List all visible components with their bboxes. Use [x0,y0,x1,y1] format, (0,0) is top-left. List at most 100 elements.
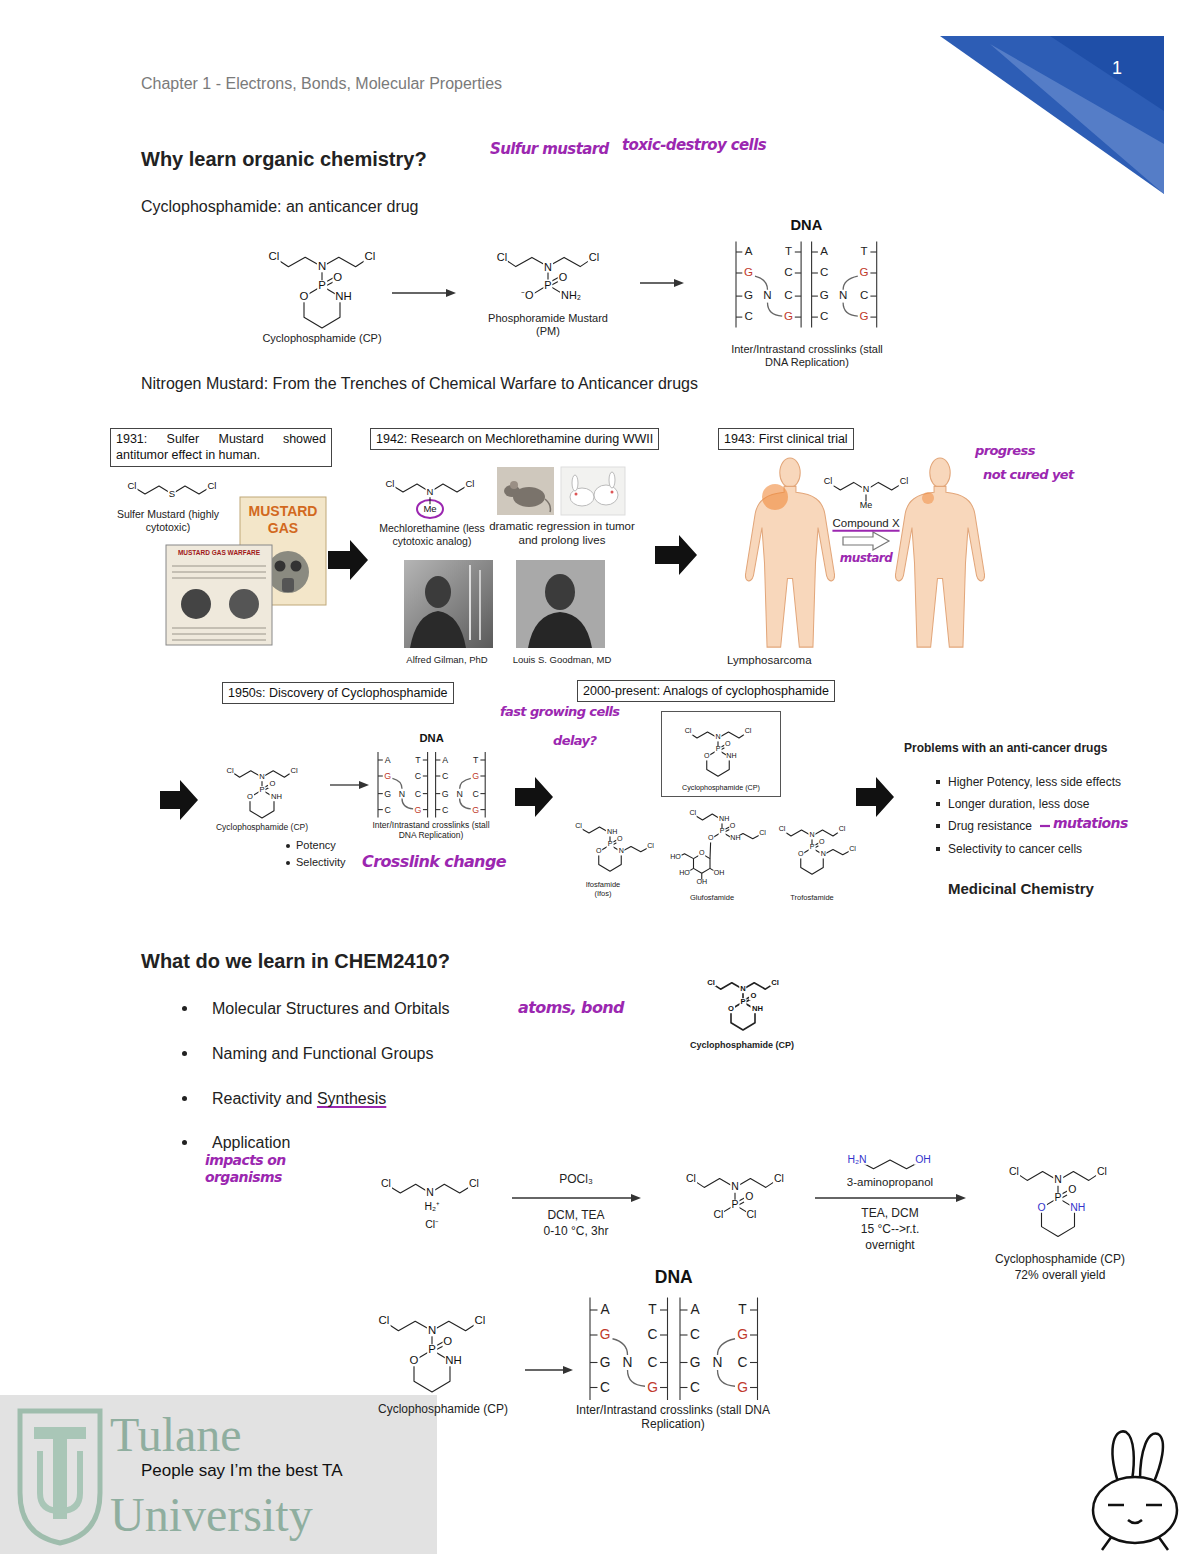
dna-heading: DNA [789,217,823,232]
dna-tick [795,317,801,318]
list-heading: Problems with an anti-cancer drugs [904,741,1107,755]
atom-label: OH [695,879,708,886]
base-letter: G [736,1328,749,1342]
dna-tick [436,809,441,810]
bullet-item: Molecular Structures and Orbitals [212,999,449,1018]
crosslink-curve [402,798,413,808]
base-letter: A [819,246,829,258]
dna-tick [378,775,383,776]
dna-tick [870,272,876,273]
atom-label: O [744,1192,754,1202]
bullet-item: Potency [296,839,336,852]
node-text: 2000-present: Analogs of cyclophosphamid… [583,683,829,699]
atom-label: Cl [364,251,377,262]
atom-label: O [268,781,276,789]
human-figure [896,458,985,647]
atom-label: Cl [474,1315,487,1326]
tulane-logo [10,1401,110,1551]
reaction-arrow [815,1197,958,1198]
base-letter: C [414,789,422,798]
logo-mark [34,1427,86,1519]
base-letter: G [859,267,870,279]
atom-label: Cl [588,252,600,263]
handwritten-underline [832,530,899,532]
arrow-head [631,1194,641,1202]
atom-label: P [739,998,746,1006]
bullet-dot [936,802,940,806]
dna-tick [750,1387,758,1388]
chemical-structure [782,830,853,874]
dna-diagram [736,242,877,328]
atom-label: Cl [713,1210,725,1220]
atom-label: Cl [744,728,753,735]
bullet-dot [936,847,940,851]
dna-tick [795,251,801,252]
emphasis-text: Medicinal Chemistry [948,880,1094,898]
atom-label: P [317,280,327,291]
atom-label: P [543,280,552,291]
atom-label: Cl [778,826,787,833]
dna-tick [590,1334,598,1335]
atom-label: Cl [838,826,847,833]
arrow-head [359,781,369,789]
dna-tick [736,317,742,318]
tumor-mark [922,492,934,504]
reaction-arrows [330,279,966,1374]
reagent: 3-aminopropanol [847,1176,933,1190]
crosslink-curve [843,276,858,290]
dna-backbone [811,242,812,328]
dna-diagram [590,1298,758,1401]
atom-label: Cl [646,843,655,850]
human-figure [746,458,835,647]
structure-caption: Phosphoramide Mustard (PM) [478,312,618,338]
base-letter: G [743,267,754,279]
dna-tick [680,1387,688,1388]
base-letter: C [414,772,422,781]
structure-caption: Mechlorethamine (less cytotoxic analog) [365,522,500,547]
crosslink-curve [460,798,471,808]
dna-tick [812,317,818,318]
dna-tick [423,759,428,760]
bullet-dot [182,1051,187,1056]
atom-label: NH [334,291,352,302]
atom-label: OH [713,870,726,877]
dna-heading: DNA [654,1269,694,1287]
atom-label: O [703,753,711,760]
atom-label: N [618,848,625,855]
base-letter: G [599,1356,612,1370]
bullet-dot [286,844,290,848]
corner-band [1050,36,1164,111]
base-letter: C [819,267,829,279]
atom-label: N [425,1188,435,1198]
reaction-arrow [525,1369,565,1370]
logo-mark [40,1451,80,1511]
dna-tick [870,251,876,252]
base-letter: A [744,246,754,258]
bullet-item: Selectivity [296,856,346,869]
arrow-head [674,279,684,287]
watermark-panel: Tulane UniversityPeople say I’m the best… [0,1395,437,1554]
dna-backbone [667,1298,668,1401]
node-text: 1943: First clinical trial [724,431,848,447]
base-letter: C [783,290,793,302]
dna-tick [750,1362,758,1363]
dna-backbone [427,752,428,818]
reaction-arrow [330,784,361,785]
atom-label: Cl [746,1210,758,1220]
bullet-dot [182,1006,187,1011]
dna-backbone [876,242,877,328]
chemical-structure [688,732,748,776]
handwritten-note: Sulfur mustard [490,140,609,158]
reaction-condition: DCM, TEA [547,1208,604,1222]
atom-label: Cl [773,1173,785,1183]
base-letter: G [414,805,423,814]
page-number-corner: 1 [940,36,1164,194]
chemical-structure [691,1179,779,1215]
atom-label: P [809,844,816,851]
dna-tick [750,1309,758,1310]
atom-label: O [1067,1185,1077,1195]
photo-caption: Alfred Gilman, PhD [406,654,487,665]
base-letter: C [859,290,869,302]
base-letter: G [383,789,392,798]
atom-label: O [558,271,568,282]
